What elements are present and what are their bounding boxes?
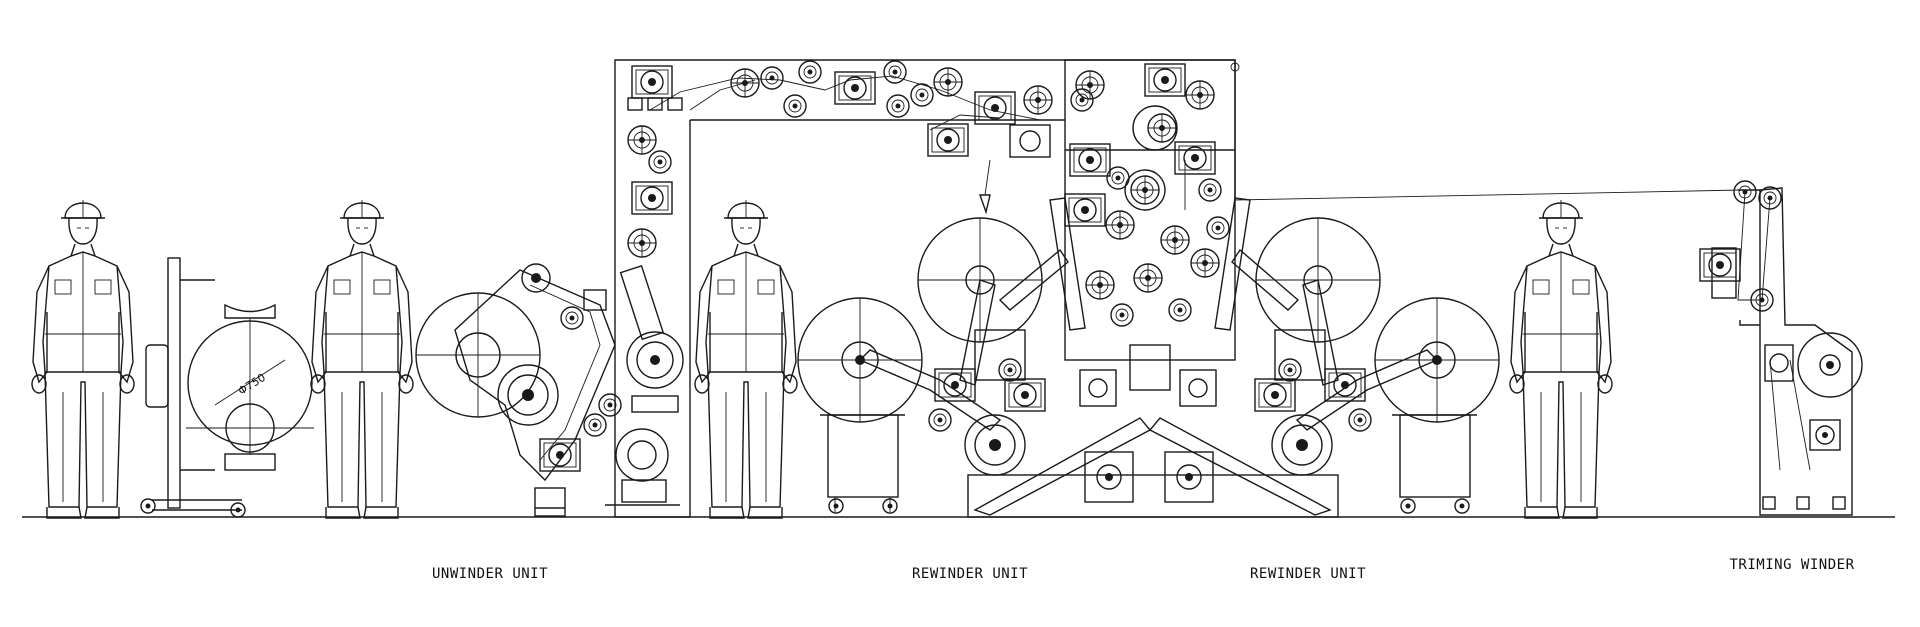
rewinder-unit-1 [797, 197, 1339, 518]
worker-figure-2 [310, 199, 414, 519]
triming-winder-label: TRIMING WINDER [1729, 557, 1855, 573]
roll-cart: Φ750 [140, 257, 314, 518]
unwinder-unit-label: UNWINDER UNIT [431, 566, 549, 582]
overhead-frame [605, 59, 1240, 518]
roll-diameter-label: Φ750 [236, 371, 268, 398]
triming-winder [1699, 180, 1863, 516]
rewinder-unit-2 [1214, 197, 1500, 514]
central-tower [1064, 59, 1743, 407]
rewinder-unit-label-1: REWINDER UNIT [911, 566, 1029, 582]
worker-figure-1 [31, 199, 135, 519]
worker-figure-4 [1509, 199, 1613, 519]
unwinder-unit [415, 263, 622, 517]
worker-figure-3 [694, 199, 798, 519]
rewinder-unit-label-2: REWINDER UNIT [1249, 566, 1367, 582]
